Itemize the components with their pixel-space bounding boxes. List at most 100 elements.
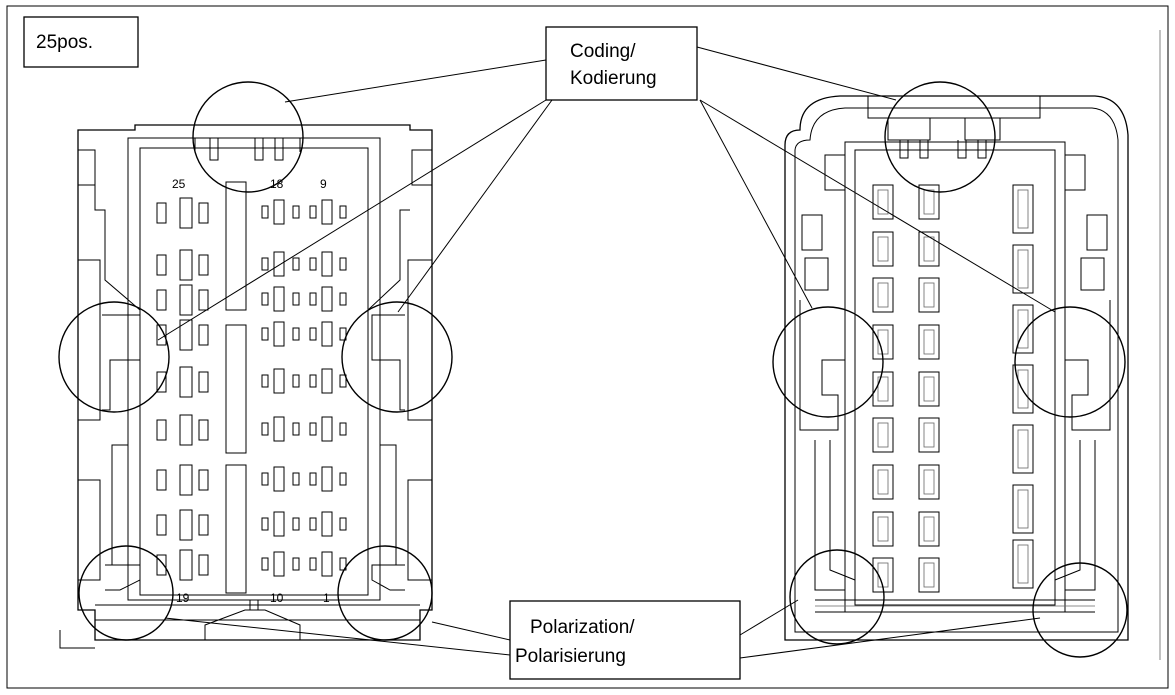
pin-cavity [918, 464, 940, 500]
pin-cavity-inner [923, 236, 935, 262]
pin-cavity [918, 184, 940, 220]
pin-cavity [918, 511, 940, 547]
pin-cavity-inner [877, 376, 889, 402]
pin-cavity [179, 509, 193, 541]
pin-cavity [918, 417, 940, 453]
pin-cavity [198, 371, 209, 393]
coding-circle-right-left-side [772, 306, 884, 418]
pin-cavity [339, 517, 347, 531]
pin-cavity [321, 416, 333, 442]
pin-cavity [261, 374, 269, 388]
pin-cavity [1012, 184, 1034, 234]
pin-cavity [1012, 304, 1034, 354]
pin-cavity-inner [923, 562, 935, 588]
pin-cavity [309, 205, 317, 219]
pin-cavity [1012, 424, 1034, 474]
pin-cavity-inner [877, 422, 889, 448]
pin-cavity [156, 289, 167, 311]
pin-cavity [339, 205, 347, 219]
pin-cavity [198, 514, 209, 536]
pin-number-10: 10 [270, 591, 284, 605]
pin-cavity [321, 199, 333, 225]
coding-circle-right-right-side [1014, 306, 1126, 418]
pin-number-9: 9 [320, 177, 327, 191]
pin-cavity [273, 416, 285, 442]
pin-cavity [339, 472, 347, 486]
pin-cavity [179, 549, 193, 581]
pin-cavity [339, 557, 347, 571]
pin-cavity [273, 466, 285, 492]
pin-cavity [309, 557, 317, 571]
pin-cavity [1012, 539, 1034, 589]
pin-cavity [309, 374, 317, 388]
pin-cavity-inner [1017, 369, 1029, 409]
pin-cavity [273, 321, 285, 347]
pin-cavity [156, 202, 167, 224]
pin-cavity [339, 257, 347, 271]
pin-cavity [292, 422, 300, 436]
pin-cavity [292, 517, 300, 531]
pin-cavity-inner [923, 282, 935, 308]
pin-cavity [198, 324, 209, 346]
pin-cavity-inner [1017, 189, 1029, 229]
pin-cavity-inner [1017, 309, 1029, 349]
pin-cavity [198, 202, 209, 224]
pin-number-1: 1 [323, 591, 330, 605]
pin-cavity-inner [923, 516, 935, 542]
pin-cavity [156, 419, 167, 441]
title-label: 25pos. [36, 32, 93, 53]
pin-cavity [918, 371, 940, 407]
pin-cavity [273, 251, 285, 277]
pin-cavity [309, 472, 317, 486]
pin-cavity [309, 327, 317, 341]
pin-cavity [261, 327, 269, 341]
pin-cavity [261, 257, 269, 271]
pin-cavity [156, 514, 167, 536]
pin-cavity [156, 371, 167, 393]
pin-cavity [261, 422, 269, 436]
pin-cavity-inner [923, 422, 935, 448]
pin-cavity [321, 251, 333, 277]
coding-circle-left-side [58, 301, 170, 413]
pin-cavity [872, 511, 894, 547]
pin-cavity [156, 469, 167, 491]
polarization-label-line1: Polarization/ [530, 617, 635, 638]
pin-cavity [273, 286, 285, 312]
pin-cavity [261, 292, 269, 306]
pin-cavity [198, 469, 209, 491]
pin-cavity [292, 374, 300, 388]
pin-cavity [1012, 244, 1034, 294]
pin-cavity [179, 414, 193, 446]
polarization-label-box: Polarization/ Polarisierung [509, 600, 741, 680]
pin-cavity [309, 517, 317, 531]
pin-cavity [179, 366, 193, 398]
pin-cavity [872, 371, 894, 407]
pin-cavity [872, 277, 894, 313]
polarization-circle-right-br [1032, 562, 1128, 658]
diagram-border [6, 5, 1169, 689]
pin-cavity [179, 319, 193, 351]
pin-cavity [179, 197, 193, 229]
pin-cavity [292, 327, 300, 341]
pin-cavity [309, 422, 317, 436]
coding-circle-left-top [192, 81, 304, 193]
pin-cavity-inner [877, 189, 889, 215]
pin-cavity-inner [877, 282, 889, 308]
pin-cavity [261, 517, 269, 531]
pin-cavity [156, 254, 167, 276]
pin-cavity [309, 257, 317, 271]
pin-cavity [321, 286, 333, 312]
coding-label-line2: Kodierung [570, 68, 657, 89]
pin-cavity [321, 551, 333, 577]
pin-cavity [179, 464, 193, 496]
right-connector [784, 95, 1129, 641]
pin-number-25: 25 [172, 177, 186, 191]
pin-cavity-inner [877, 562, 889, 588]
pin-cavity-inner [923, 376, 935, 402]
pin-cavity-inner [923, 329, 935, 355]
pin-cavity [198, 289, 209, 311]
pin-cavity [261, 205, 269, 219]
pin-cavity [918, 231, 940, 267]
pin-cavity [339, 374, 347, 388]
